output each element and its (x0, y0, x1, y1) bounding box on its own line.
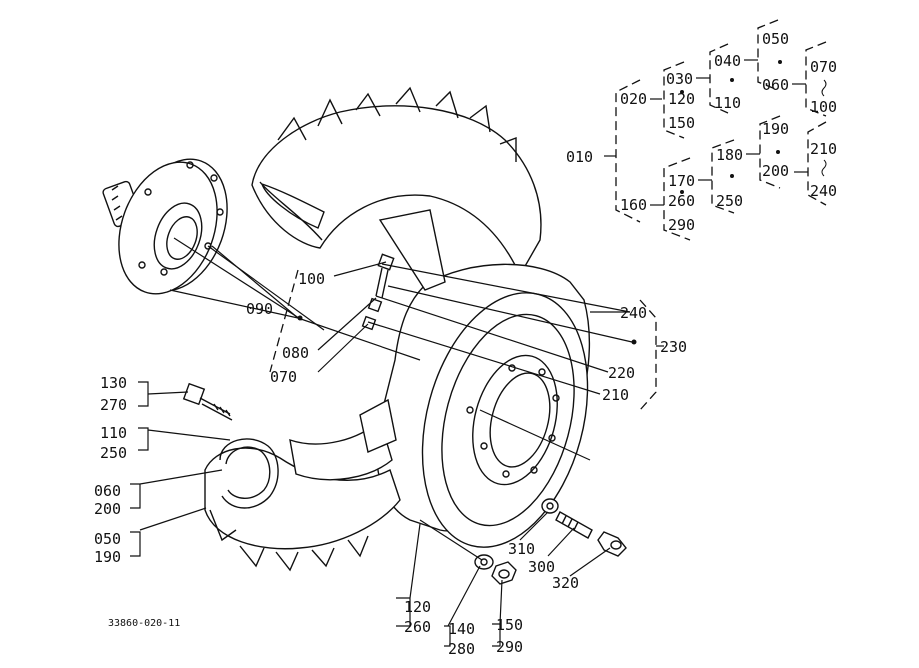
tree-label-060: 060 (762, 76, 789, 94)
label-110: 110 (100, 424, 127, 442)
label-100: 100 (298, 270, 325, 288)
tree-label-260: 260 (668, 192, 695, 210)
label-120: 120 (404, 598, 431, 616)
label-190: 190 (94, 548, 121, 566)
tree-label-020: 020 (620, 90, 647, 108)
tree-label-070: 070 (810, 58, 837, 76)
label-080: 080 (282, 344, 309, 362)
figure-code: 33860-020-11 (108, 618, 180, 629)
tree-label-160: 160 (620, 196, 647, 214)
label-230: 230 (660, 338, 687, 356)
tree-label-190: 190 (762, 120, 789, 138)
tree-label-250: 250 (716, 192, 743, 210)
label-260: 260 (404, 618, 431, 636)
tree-label-200: 200 (762, 162, 789, 180)
label-280: 280 (448, 640, 475, 658)
tire-and-rim (204, 86, 591, 572)
callout-labels: 100 090 080 070 240 230 220 210 130 270 … (94, 270, 687, 658)
label-270: 270 (100, 396, 127, 414)
label-320: 320 (552, 574, 579, 592)
tree-label-210: 210 (810, 140, 837, 158)
label-310: 310 (508, 540, 535, 558)
tree-label-030: 030 (666, 70, 693, 88)
tree-label-120: 120 (668, 90, 695, 108)
tree-bracket-010 (615, 79, 641, 223)
label-050: 050 (94, 530, 121, 548)
label-290: 290 (496, 638, 523, 656)
tree-label-170: 170 (668, 172, 695, 190)
label-300: 300 (528, 558, 555, 576)
parts-tree: 010 020 030 120 150 040 110 050 060 070 … (566, 19, 837, 241)
label-060: 060 (94, 482, 121, 500)
tree-label-150: 150 (668, 114, 695, 132)
tree-label-010: 010 (566, 148, 593, 166)
label-140: 140 (448, 620, 475, 638)
tree-label-100: 100 (810, 98, 837, 116)
label-070: 070 (270, 368, 297, 386)
label-210: 210 (602, 386, 629, 404)
label-220: 220 (608, 364, 635, 382)
tree-label-180: 180 (716, 146, 743, 164)
tree-label-040: 040 (714, 52, 741, 70)
label-200: 200 (94, 500, 121, 518)
tree-label-050: 050 (762, 30, 789, 48)
hub-flange (102, 158, 228, 295)
label-130: 130 (100, 374, 127, 392)
tree-label-290: 290 (668, 216, 695, 234)
label-090: 090 (246, 300, 273, 318)
label-150: 150 (496, 616, 523, 634)
label-240: 240 (620, 304, 647, 322)
leader-lines (130, 237, 664, 647)
label-250: 250 (100, 444, 127, 462)
tree-label-240: 240 (810, 182, 837, 200)
tree-label-110: 110 (714, 94, 741, 112)
